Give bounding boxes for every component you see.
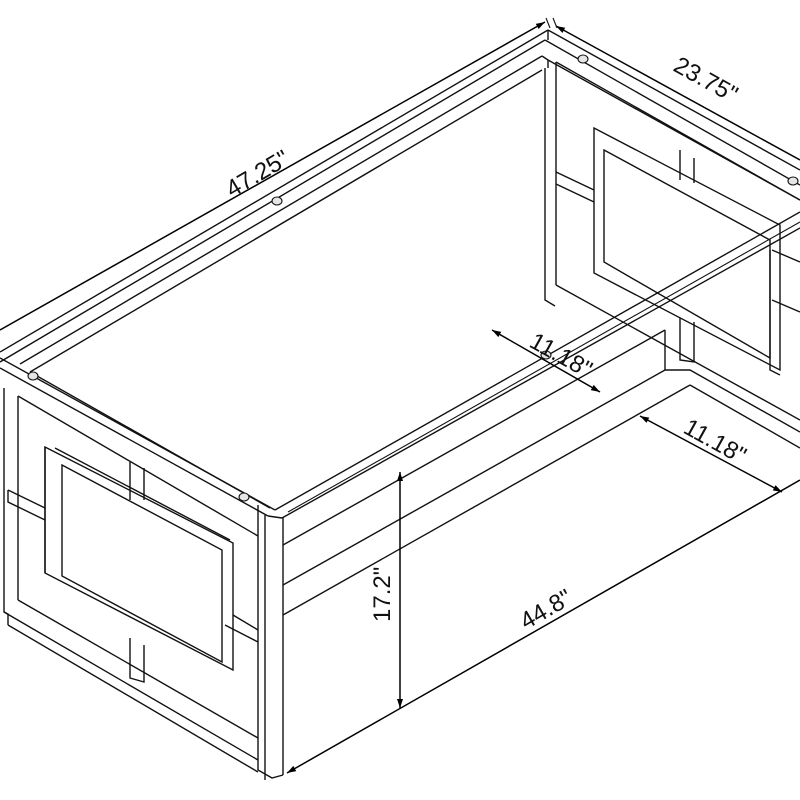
bolt-heads [27, 54, 799, 502]
bolt-icon [787, 176, 799, 186]
dimension-23-75: 23.75" [552, 17, 800, 161]
left-side-panel [3, 388, 284, 780]
right-side-panel [544, 61, 800, 421]
dimension-label-inner-bottom: 11.18" [679, 414, 751, 470]
bolt-icon [271, 196, 283, 206]
bolt-icon [577, 54, 589, 64]
dimension-label-width: 23.75" [669, 52, 742, 109]
dimension-label-base: 44.8" [516, 584, 577, 635]
dimension-47-25: 47.25" [0, 17, 551, 331]
dimension-label-height: 17.2" [369, 567, 396, 622]
bolt-icon [238, 492, 250, 502]
bolt-icon [27, 371, 39, 381]
dimension-44-8: 44.8" [286, 479, 800, 774]
dimension-11-18-top: 11.18" [491, 328, 601, 393]
dimension-17-2: 17.2" [369, 472, 403, 708]
